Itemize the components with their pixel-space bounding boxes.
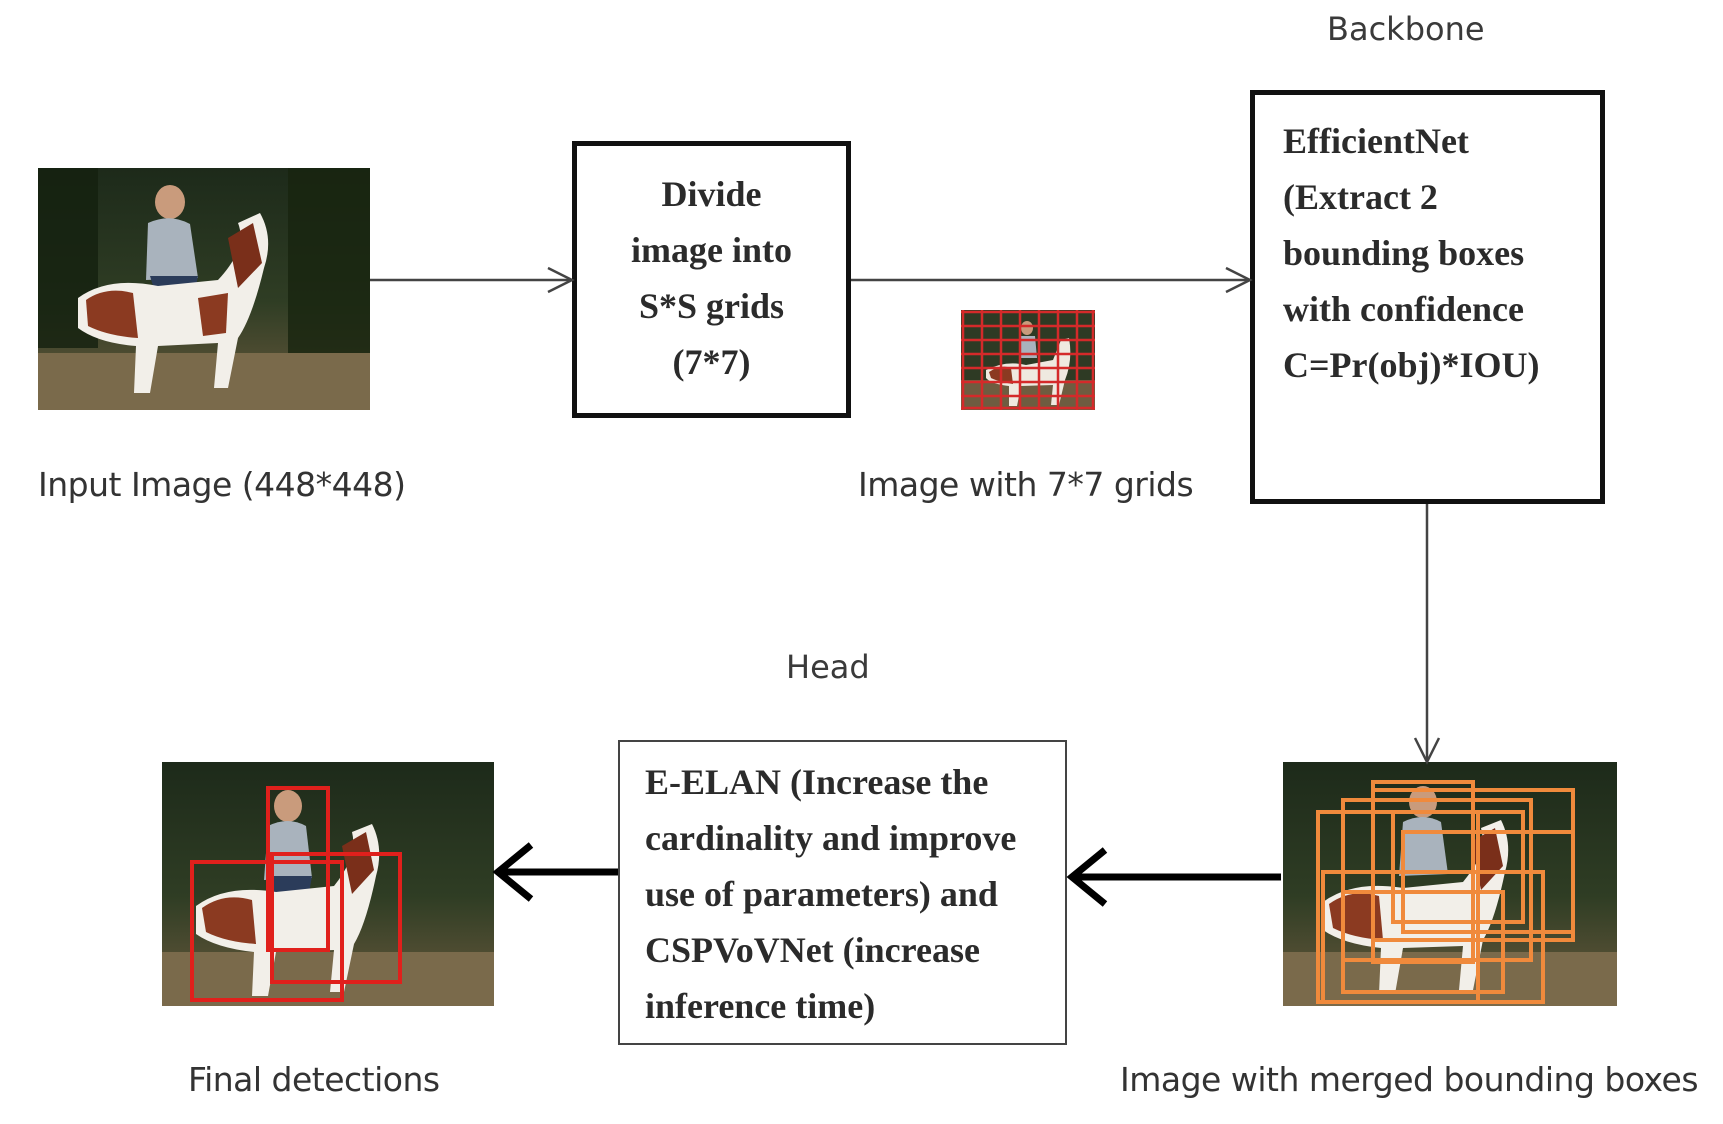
- eelan-box: E-ELAN (Increase the cardinality and imp…: [618, 740, 1067, 1045]
- efficientnet-box-line: with confidence: [1283, 289, 1524, 329]
- input-image-caption: Input Image (448*448): [38, 465, 406, 504]
- merged-boxes-caption: Image with merged bounding boxes: [1120, 1060, 1699, 1099]
- efficientnet-box-line: EfficientNet: [1283, 121, 1469, 161]
- eelan-box-line: CSPVoVNet (increase: [645, 930, 980, 970]
- divide-box-line: S*S grids: [638, 286, 785, 326]
- grid-image-caption: Image with 7*7 grids: [858, 465, 1194, 504]
- divide-grid-box: Divide image into S*S grids (7*7): [572, 141, 851, 418]
- input-image: [38, 168, 370, 410]
- final-detections-caption: Final detections: [188, 1060, 440, 1099]
- efficientnet-box-line: C=Pr(obj)*IOU): [1283, 345, 1540, 385]
- divide-box-line: (7*7): [672, 342, 751, 382]
- backbone-label: Backbone: [1327, 10, 1485, 48]
- divide-box-line: Divide: [661, 174, 762, 214]
- head-label: Head: [786, 648, 870, 686]
- efficientnet-box-line: (Extract 2: [1283, 177, 1438, 217]
- grid-image: [961, 310, 1095, 410]
- efficientnet-box-line: bounding boxes: [1283, 233, 1525, 273]
- eelan-box-line: use of parameters) and: [645, 874, 998, 914]
- divide-box-line: image into: [631, 230, 792, 270]
- eelan-box-line: cardinality and improve: [645, 818, 1017, 858]
- eelan-box-line: inference time): [645, 986, 876, 1026]
- efficientnet-box: EfficientNet (Extract 2 bounding boxes w…: [1250, 90, 1605, 504]
- final-detections-image: [162, 762, 494, 1006]
- eelan-box-line: E-ELAN (Increase the: [645, 762, 989, 802]
- merged-boxes-image: [1283, 762, 1617, 1006]
